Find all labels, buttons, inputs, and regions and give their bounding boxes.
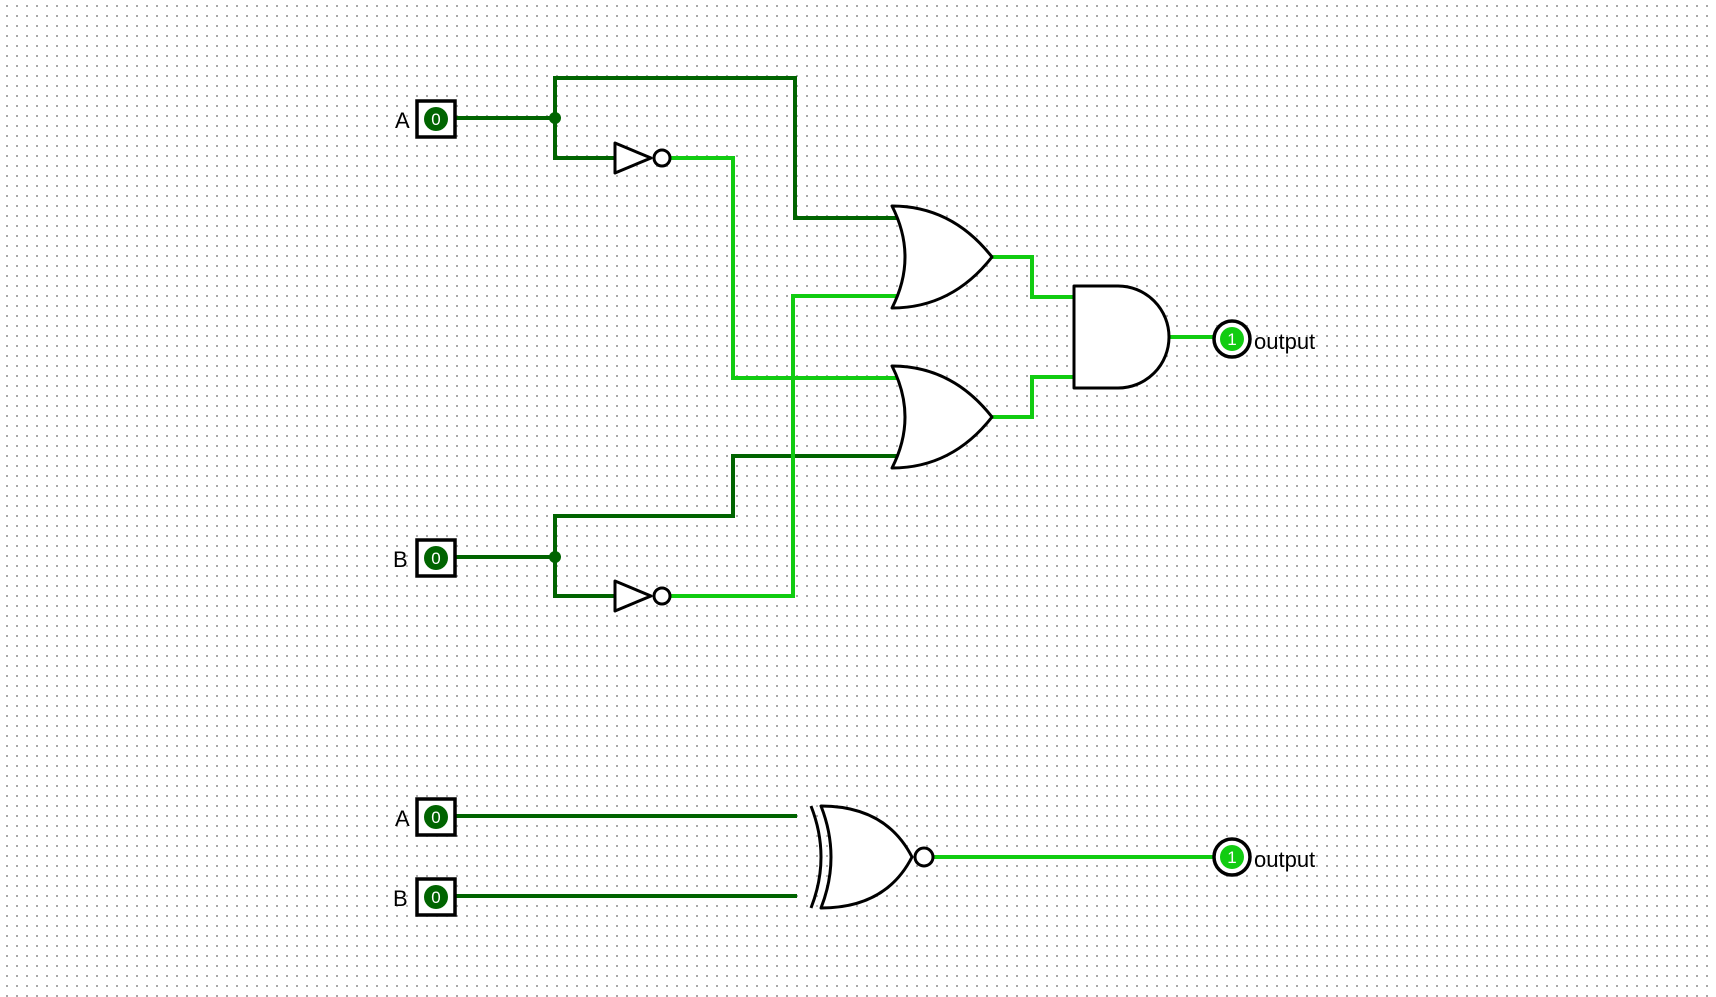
input-label-a-bottom: A [395,806,410,831]
output-pin-bottom[interactable]: 1 [1212,837,1252,877]
not-gate-a[interactable] [613,141,672,175]
top-circuit-gates [613,141,1171,613]
output-pin-top-value: 1 [1227,330,1236,349]
output-pin-top[interactable]: 1 [1212,319,1252,359]
input-pin-a-bottom[interactable]: 0 [415,797,457,837]
input-label-a-top: A [395,108,410,133]
wire-a-to-or1[interactable] [553,76,902,220]
or-gate-1[interactable] [890,204,994,310]
input-pin-a-bottom-value: 0 [431,808,440,827]
wire-a-to-not[interactable] [553,116,617,160]
input-pin-b-bottom[interactable]: 0 [415,877,457,917]
junction-a [549,112,561,124]
top-circuit-wires [453,76,1214,598]
or-gate-2[interactable] [890,364,994,470]
xnor-gate[interactable] [809,804,935,910]
input-pin-b-top-value: 0 [431,549,440,568]
wire-not-b-to-or1[interactable] [671,294,902,598]
not-gate-b[interactable] [613,579,672,613]
input-pin-b-top[interactable]: 0 [415,538,457,578]
input-label-b-bottom: B [393,886,408,911]
output-label-top: output [1254,329,1315,354]
input-pin-a-top-value: 0 [431,110,440,129]
wire-b-to-or2[interactable] [553,454,902,559]
bottom-circuit-wires [453,814,1214,898]
wire-b-to-not[interactable] [553,555,617,598]
output-label-bottom: output [1254,847,1315,872]
and-gate[interactable] [1072,284,1171,390]
junction-b [549,551,561,563]
input-pin-b-bottom-value: 0 [431,888,440,907]
output-pin-bottom-value: 1 [1227,848,1236,867]
input-pin-a-top[interactable]: 0 [415,99,457,139]
wire-not-a-to-or2[interactable] [671,156,902,380]
input-label-b-top: B [393,547,408,572]
wire-or1-to-and[interactable] [990,255,1078,299]
wire-or2-to-and[interactable] [990,375,1078,419]
